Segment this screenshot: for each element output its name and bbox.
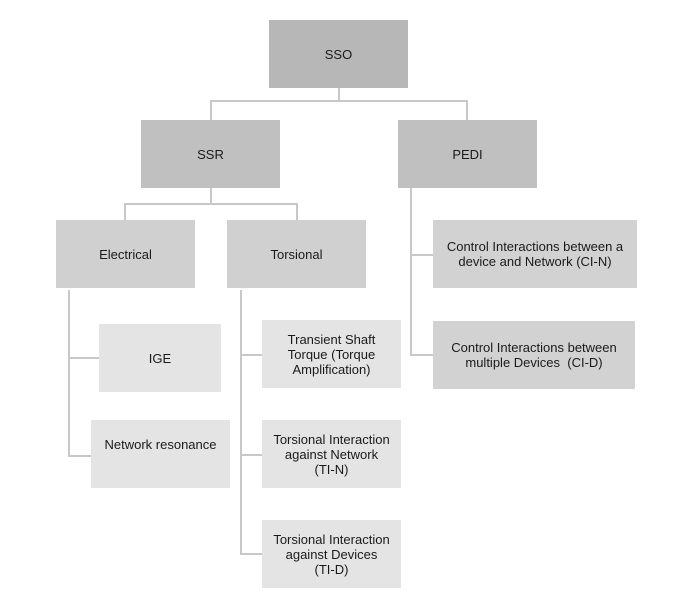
connector (338, 88, 340, 101)
node-label: Torsional (270, 246, 323, 262)
node-label: Electrical (99, 246, 152, 262)
node-label-line: multiple Devices (CI-D) (465, 355, 603, 370)
node-torsional: Torsional (227, 220, 366, 288)
node-ssr: SSR (141, 120, 280, 188)
connector (68, 357, 99, 359)
node-label-line: Torsional Interaction (273, 432, 390, 447)
node-label-line: (TI-N) (314, 462, 349, 477)
node-label-line: against Network (284, 447, 379, 462)
connector (124, 203, 298, 205)
node-label-line: Transient Shaft (287, 331, 376, 347)
connector (68, 455, 91, 457)
node-ti-d: Torsional Interaction against Devices (T… (262, 520, 401, 588)
node-label-line: (TI-D) (314, 562, 349, 577)
node-ige: IGE (99, 324, 221, 392)
node-label: SSR (197, 146, 224, 162)
node-pedi: PEDI (398, 120, 537, 188)
node-transient-shaft-torque: Transient Shaft Torque (Torque Amplifica… (262, 320, 401, 388)
node-ci-n: Control Interactions between a device an… (433, 220, 637, 288)
node-label: Network resonance (104, 437, 217, 452)
node-label: PEDI (452, 146, 483, 162)
node-sso: SSO (269, 20, 408, 88)
connector (240, 354, 262, 356)
connector (240, 553, 262, 555)
node-network-resonance: Network resonance (91, 420, 230, 488)
node-label-line: Amplification) (292, 361, 371, 377)
node-label-line: Torque (Torque (287, 346, 376, 362)
connector (240, 454, 262, 456)
connector (210, 100, 468, 102)
connector (410, 188, 412, 355)
node-label-line: device and Network (CI-N) (458, 254, 612, 269)
node-label: IGE (148, 350, 172, 366)
node-label: SSO (324, 46, 353, 62)
connector (124, 203, 126, 220)
connector (210, 100, 212, 120)
node-label-line: Control Interactions between a (446, 239, 624, 254)
node-ti-n: Torsional Interaction against Network (T… (262, 420, 401, 488)
node-label-line: against Devices (285, 547, 378, 562)
connector (210, 188, 212, 205)
connector (410, 254, 433, 256)
connector (296, 203, 298, 220)
node-electrical: Electrical (56, 220, 195, 288)
node-ci-d: Control Interactions between multiple De… (433, 321, 635, 389)
node-label-line: Torsional Interaction (273, 532, 390, 547)
connector (410, 354, 433, 356)
connector (466, 100, 468, 120)
connector (68, 290, 70, 457)
connector (240, 290, 242, 555)
node-label-line: Control Interactions between (451, 340, 617, 355)
